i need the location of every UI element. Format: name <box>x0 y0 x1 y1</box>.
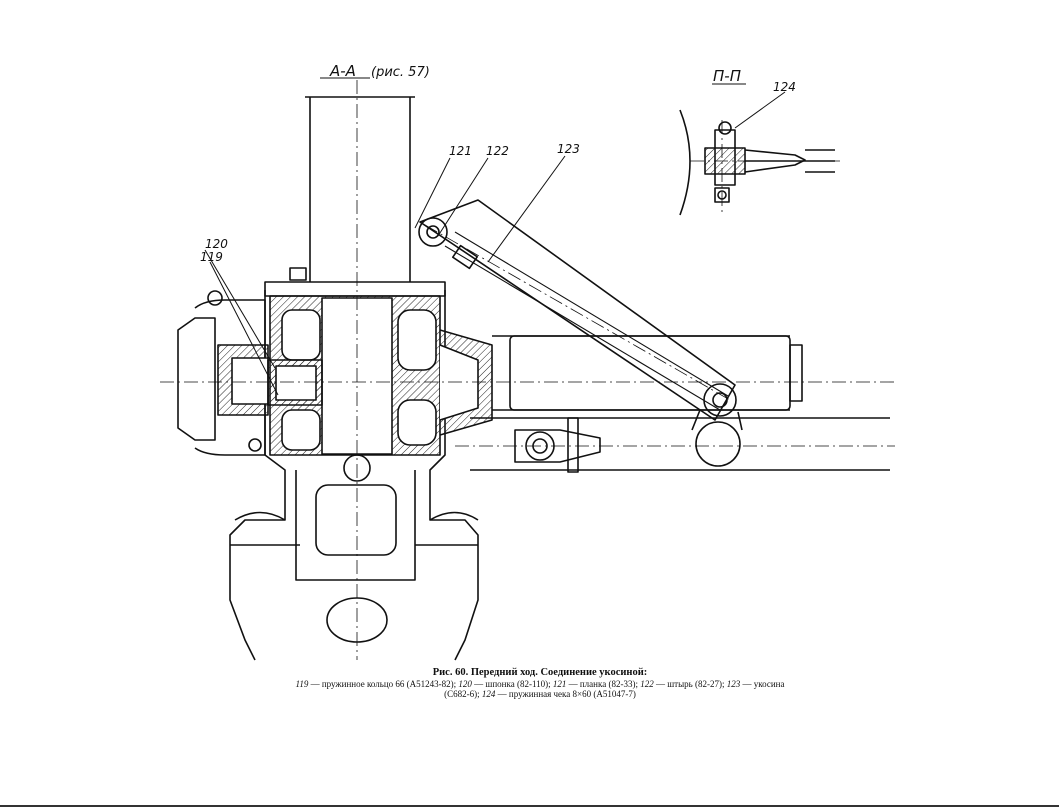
caption-desc-119: — пружинное кольцо 66 (А51243-82); <box>308 679 459 689</box>
caption-number-123: 123 <box>726 679 741 689</box>
page-edge-line <box>0 805 1059 807</box>
figure-caption: Рис. 60. Передний ход. Соединение укосин… <box>290 667 790 699</box>
callout-123: 123 <box>557 142 580 156</box>
strut-brace <box>418 199 743 467</box>
leader-lines <box>204 77 786 396</box>
vertical-strut-tube <box>305 96 415 282</box>
section-a-label: А-А <box>329 62 356 80</box>
section-a-reference: (рис. 57) <box>371 65 430 80</box>
callout-122: 122 <box>486 144 509 158</box>
centerlines <box>160 80 895 660</box>
callout-121: 121 <box>449 144 472 158</box>
section-p-label: П-П <box>713 67 741 85</box>
housing-section-hatched <box>269 295 493 456</box>
caption-number-120: 120 <box>458 679 472 689</box>
caption-desc-124: — пружинная чека 8×60 (А51047-7) <box>495 689 636 699</box>
caption-number-124: 124 <box>481 689 496 699</box>
caption-desc-122: — штырь (82-27); <box>653 679 727 689</box>
caption-desc-123: — укосина (С682-6); <box>444 679 785 699</box>
caption-number-122: 122 <box>640 679 654 689</box>
callout-124: 124 <box>773 80 796 94</box>
fork-housing <box>229 281 479 661</box>
caption-number-121: 121 <box>552 679 567 689</box>
right-axle-tubes <box>470 335 890 473</box>
detail-view-p-p <box>679 109 835 216</box>
callout-119: 119 <box>200 250 223 264</box>
caption-desc-120: — шпонка (82-110); <box>471 679 553 689</box>
caption-number-119: 119 <box>295 679 309 689</box>
caption-desc-121: — планка (82-33); <box>566 679 641 689</box>
caption-title: Рис. 60. Передний ход. Соединение укосин… <box>432 667 648 678</box>
left-axle-hub <box>177 267 323 456</box>
callout-120: 120 <box>205 237 228 251</box>
